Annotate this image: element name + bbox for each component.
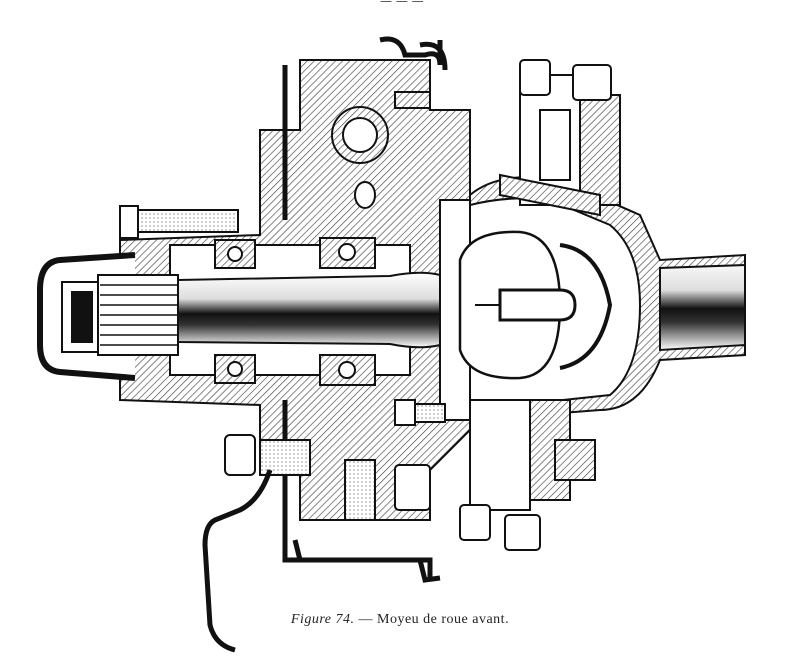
ball-joint	[458, 230, 613, 380]
figure-caption: Figure 74. — Moyeu de roue avant.	[0, 612, 800, 628]
figure-caption-text: — Moyeu de roue avant.	[358, 612, 510, 627]
adjuster-nuts	[224, 399, 446, 521]
bearings	[214, 237, 376, 386]
brake-cam	[331, 91, 431, 209]
hub-cap	[37, 252, 179, 381]
brake-cable	[202, 469, 273, 653]
figure-label: Figure 74.	[290, 612, 355, 627]
page-number-fragment: — — —	[380, 0, 424, 8]
stud-bolt-top	[119, 205, 239, 239]
kingpin-top	[499, 59, 621, 217]
kingpin-bottom	[459, 399, 596, 551]
